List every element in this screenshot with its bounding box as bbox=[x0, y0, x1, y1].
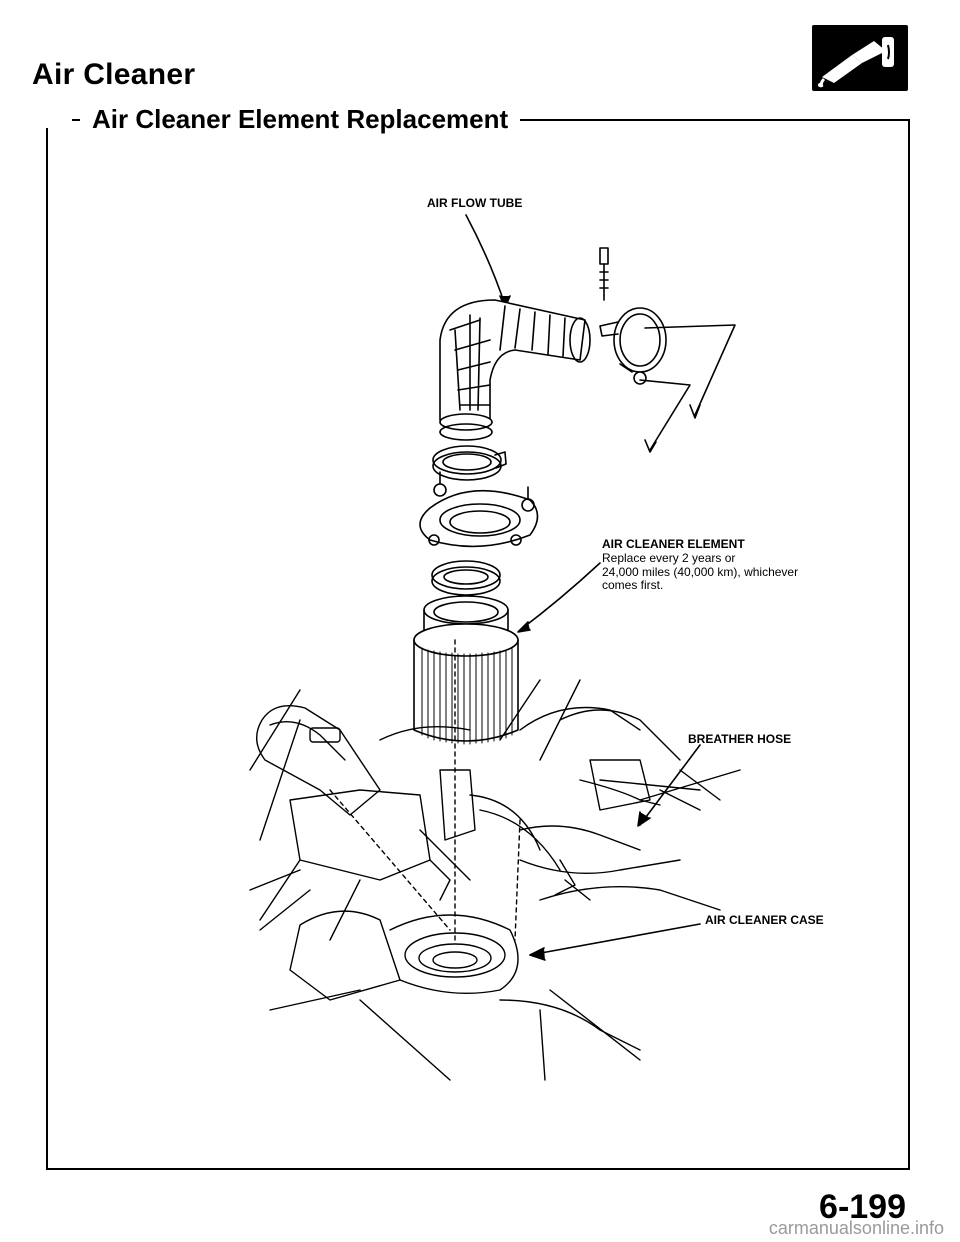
leader-line-air-cleaner-case bbox=[529, 923, 701, 956]
engine-bay-illustration bbox=[249, 639, 741, 1081]
label-air-cleaner-case: AIR CLEANER CASE bbox=[705, 913, 824, 927]
cover-plate-part bbox=[419, 471, 539, 548]
air-flow-tube-part bbox=[439, 299, 591, 441]
element-note-line1: Replace every 2 years or bbox=[602, 550, 736, 565]
bolt-part bbox=[599, 247, 609, 301]
label-air-cleaner-element-title: AIR CLEANER ELEMENT bbox=[602, 537, 745, 551]
watermark: carmanualsonline.info bbox=[768, 1218, 944, 1238]
element-note-line2: 24,000 miles (40,000 km), whichever bbox=[602, 564, 799, 579]
fuel-nozzle-icon bbox=[812, 25, 908, 91]
hose-clamp-part bbox=[599, 307, 667, 373]
label-air-flow-tube: AIR FLOW TUBE bbox=[427, 196, 523, 210]
seal-ring-part bbox=[431, 560, 501, 596]
section-title: Air Cleaner Element Replacement bbox=[80, 104, 521, 135]
leader-line-air-flow-tube bbox=[465, 214, 506, 306]
air-cleaner-element-part bbox=[413, 595, 519, 745]
page-number: 6-199 bbox=[819, 1188, 906, 1226]
element-note-line3: comes first. bbox=[602, 578, 664, 593]
label-breather-hose: BREATHER HOSE bbox=[688, 732, 792, 746]
leader-line-breather-hose bbox=[639, 744, 701, 826]
gasket-ring-part bbox=[432, 445, 507, 481]
label-air-cleaner-element: AIR CLEANER ELEMENT Replace every 2 year… bbox=[602, 537, 799, 593]
leader-line-air-cleaner-element bbox=[519, 562, 601, 631]
page-title: Air Cleaner bbox=[32, 58, 196, 91]
